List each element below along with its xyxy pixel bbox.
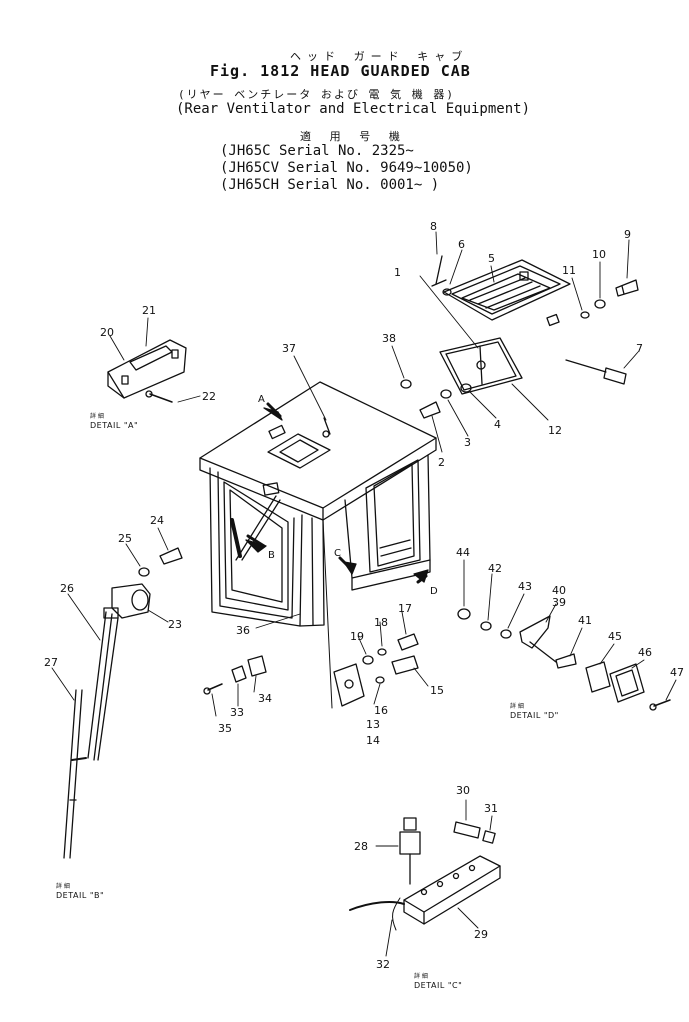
callout-18: 18 — [374, 616, 388, 629]
callout-30: 30 — [456, 784, 470, 797]
callout-4: 4 — [494, 418, 501, 431]
applicable-jp: 適 用 号 機 — [300, 130, 406, 143]
callout-38: 38 — [382, 332, 396, 345]
subtitle-jp: (リヤー ベンチレータ および 電 気 機 器) — [178, 88, 455, 101]
callout-27: 27 — [44, 656, 58, 669]
callout-10: 10 — [592, 248, 606, 261]
callout-17: 17 — [398, 602, 412, 615]
callout-19: 19 — [350, 630, 364, 643]
title-jp: ヘッド ガード キャブ — [290, 50, 469, 63]
callout-24: 24 — [150, 514, 164, 527]
serial-line-1: (JH65C Serial No. 2325~ — [220, 143, 414, 159]
callout-7: 7 — [636, 342, 643, 355]
callout-15: 15 — [430, 684, 444, 697]
callout-32: 32 — [376, 958, 390, 971]
callout-11: 11 — [562, 264, 576, 277]
callout-14: 14 — [366, 734, 380, 747]
view-arrows — [245, 402, 429, 584]
callout-36: 36 — [236, 624, 250, 637]
callout-20: 20 — [100, 326, 114, 339]
detail-c-label: DETAIL "C" — [414, 981, 462, 990]
callout-6: 6 — [458, 238, 465, 251]
callout-39: 39 — [552, 596, 566, 609]
mount-hardware — [293, 345, 497, 453]
callout-47: 47 — [670, 666, 684, 679]
detail-d-jp: 詳 細 — [510, 702, 524, 710]
figure-title: Fig. 1812 HEAD GUARDED CAB — [210, 62, 471, 80]
detail-a-label: DETAIL "A" — [90, 421, 138, 430]
callout-37: 37 — [282, 342, 296, 355]
serial-line-2: (JH65CV Serial No. 9649~10050) — [220, 160, 473, 176]
callout-25: 25 — [118, 532, 132, 545]
detail-c-parts — [349, 799, 501, 957]
callout-44: 44 — [456, 546, 470, 559]
serial-line-3: (JH65CH Serial No. 0001~ ) — [220, 177, 440, 193]
callout-23: 23 — [168, 618, 182, 631]
callout-43: 43 — [518, 580, 532, 593]
callout-13: 13 — [366, 718, 380, 731]
callout-26: 26 — [60, 582, 74, 595]
rear-ventilator — [419, 231, 639, 421]
callout-28: 28 — [354, 840, 368, 853]
callout-9: 9 — [624, 228, 631, 241]
detail-b-label: DETAIL "B" — [56, 891, 104, 900]
detail-c-jp: 詳 細 — [414, 972, 428, 980]
detail-a-jp: 詳 細 — [90, 412, 104, 420]
view-arrow-c: C — [334, 548, 341, 559]
callout-40: 40 — [552, 584, 566, 597]
detail-a-parts — [107, 317, 201, 403]
callout-42: 42 — [488, 562, 502, 575]
callout-22: 22 — [202, 390, 216, 403]
callout-29: 29 — [474, 928, 488, 941]
view-arrow-b: B — [268, 550, 275, 561]
callout-12: 12 — [548, 424, 562, 437]
cab-body — [199, 381, 437, 709]
callout-33: 33 — [230, 706, 244, 719]
callout-34: 34 — [258, 692, 272, 705]
callout-5: 5 — [488, 252, 495, 265]
detail-d-parts — [457, 559, 677, 711]
detail-b-wiper — [51, 527, 183, 859]
callout-2: 2 — [438, 456, 445, 469]
callout-3: 3 — [464, 436, 471, 449]
callout-1: 1 — [394, 266, 401, 279]
callout-21: 21 — [142, 304, 156, 317]
callout-41: 41 — [578, 614, 592, 627]
detail-b-jp: 詳 細 — [56, 882, 70, 890]
bracket-hardware — [203, 613, 301, 717]
callout-31: 31 — [484, 802, 498, 815]
callout-45: 45 — [608, 630, 622, 643]
view-arrow-a: A — [258, 394, 265, 405]
view-arrow-d: D — [430, 586, 438, 597]
bracket-13-parts — [333, 611, 429, 707]
callout-46: 46 — [638, 646, 652, 659]
detail-d-label: DETAIL "D" — [510, 711, 559, 720]
callout-8: 8 — [430, 220, 437, 233]
callout-16: 16 — [374, 704, 388, 717]
callout-35: 35 — [218, 722, 232, 735]
figure-subtitle: (Rear Ventilator and Electrical Equipmen… — [176, 101, 531, 117]
